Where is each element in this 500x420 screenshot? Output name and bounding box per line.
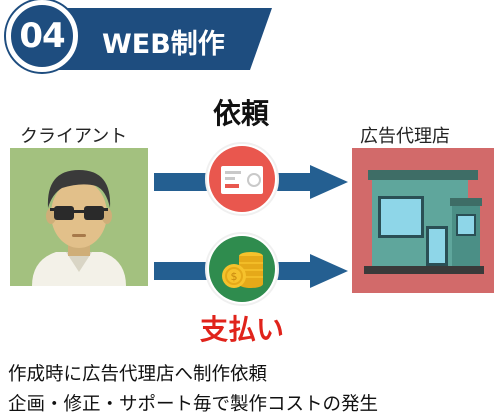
payment-circle: $ [205,232,279,306]
agency-panel [352,148,494,293]
step-number: 04 [19,16,65,56]
coins-icon: $ [209,236,275,302]
person-with-sunglasses-icon [32,170,126,286]
request-circle [205,142,279,216]
agency-label: 広告代理店 [360,126,450,147]
storefront-icon [364,170,484,274]
request-label: 依頼 [213,97,270,130]
svg-text:$: $ [231,270,238,283]
client-label: クライアント [20,126,128,147]
description-line-1: 作成時に広告代理店へ制作依頼 [8,364,268,385]
document-card-icon [209,146,275,212]
step-number-badge: 04 [6,0,78,72]
payment-label: 支払い [200,313,285,346]
description-line-2: 企画・修正・サポート毎で製作コストの発生 [8,394,379,415]
page-title: WEB制作 [102,29,225,60]
client-panel [10,148,148,286]
